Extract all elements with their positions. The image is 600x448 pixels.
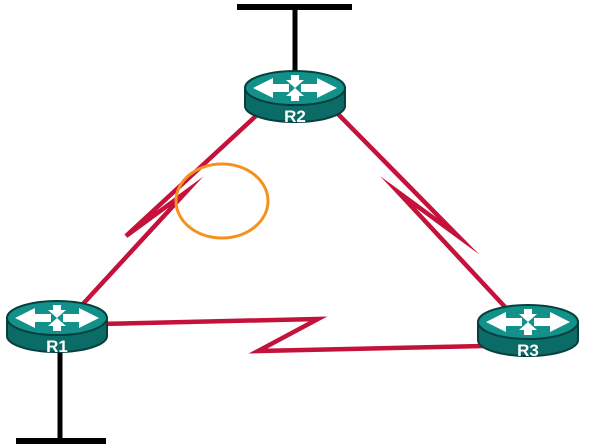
router-icon [244,70,346,123]
link-r2-r3 [333,109,509,311]
router-arrows-icon [15,305,99,331]
router-label-r3: R3 [517,341,539,360]
router-label-r2: R2 [284,107,306,126]
router-icon [477,304,579,357]
router-icon [6,300,108,353]
link-r1-r2 [79,111,261,308]
router-arrows-icon [486,309,570,335]
router-r2: R2 [244,70,346,126]
router-arrows-icon [253,75,337,101]
highlight-ellipse [174,162,270,240]
link-r1-r3 [95,316,487,354]
router-r1: R1 [6,300,108,356]
lan-segment-bottom [16,350,106,444]
router-r3: R3 [477,304,579,360]
router-label-r1: R1 [46,337,68,356]
